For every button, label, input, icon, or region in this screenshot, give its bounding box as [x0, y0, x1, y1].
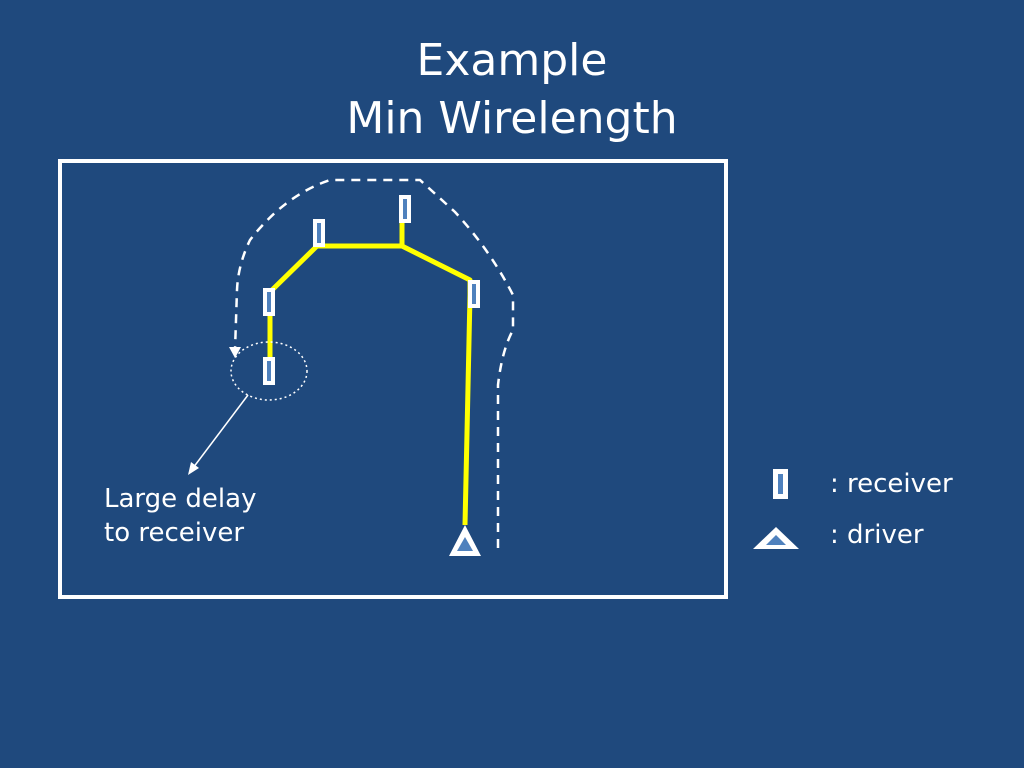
route-trunk: [399, 208, 473, 526]
signal-path-dashed: [233, 178, 515, 548]
receiver-icon: [313, 219, 325, 247]
annotation-line-1: Large delay: [104, 484, 257, 514]
legend-receiver-label: : receiver: [830, 469, 953, 499]
legend-driver-triangle-icon: [753, 527, 799, 549]
delay-annotation: Large delay to receiver: [104, 482, 256, 550]
driver-triangle-icon: [449, 525, 481, 556]
annotation-line-2: to receiver: [104, 518, 245, 548]
legend-driver-label: : driver: [830, 520, 924, 550]
chip-boundary: [58, 159, 728, 599]
receiver-icon: [399, 195, 411, 223]
receiver-icon: [263, 288, 275, 316]
route-left-branch: [267, 243, 402, 371]
legend-receiver-icon: [773, 469, 788, 499]
signal-path-arrowhead: [229, 347, 241, 358]
title-line-1: Example: [416, 35, 608, 86]
annotation-arrow-line: [192, 394, 249, 469]
annotation-arrowhead: [188, 462, 199, 475]
receiver-icon: [263, 357, 275, 385]
delay-highlight-ellipse: [230, 341, 308, 401]
receiver-icon: [468, 280, 480, 308]
slide-title: Example Min Wirelength: [0, 32, 1024, 148]
title-line-2: Min Wirelength: [346, 93, 678, 144]
